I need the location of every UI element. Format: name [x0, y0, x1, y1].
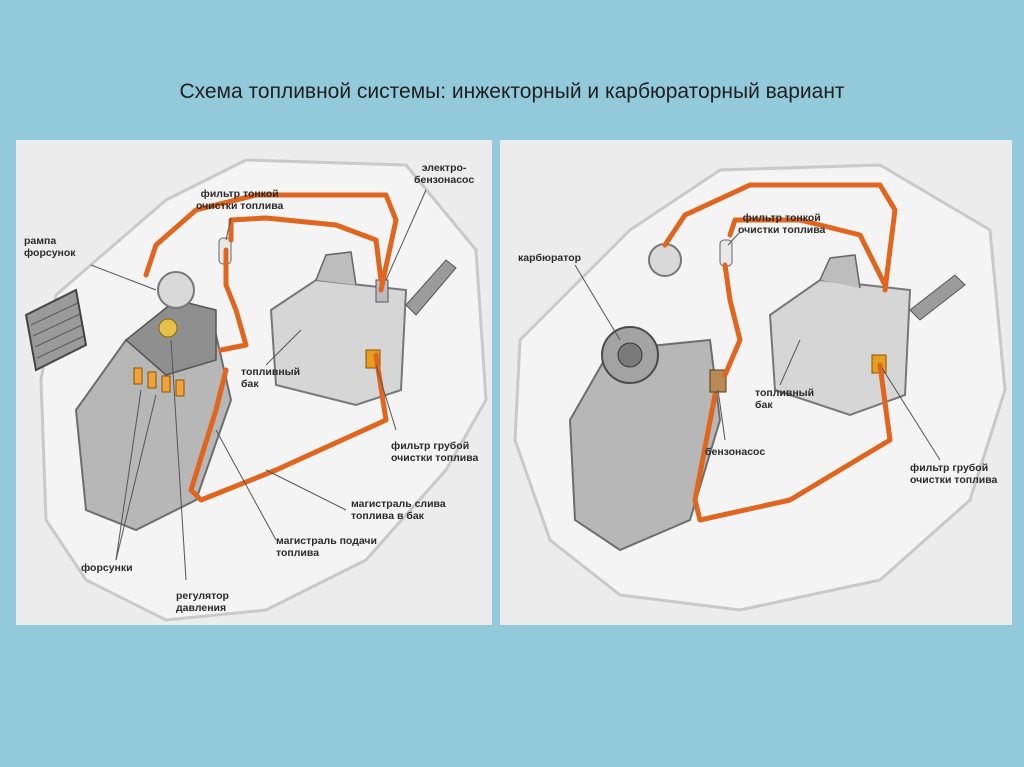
fine-filter	[719, 239, 733, 267]
label-tank: топливный бак	[241, 366, 301, 390]
feed-line	[218, 247, 249, 353]
label-supply-line: магистраль подачи топлива	[276, 535, 377, 559]
filler-neck	[909, 274, 966, 321]
label-tank: топливный бак	[755, 387, 815, 411]
slide-title: Схема топливной системы: инжекторный и к…	[179, 80, 845, 103]
filler-neck	[405, 259, 457, 316]
label-coarse-filter: фильтр грубой очистки топлива	[910, 462, 998, 486]
label-return-line: магистраль слива топлива в бак	[351, 498, 446, 522]
injector	[147, 371, 157, 389]
injector	[133, 367, 143, 385]
return-line	[692, 362, 893, 523]
label-fuel-pump: бензонасос	[705, 446, 766, 458]
label-coarse-filter: фильтр грубой очистки топлива	[391, 440, 479, 464]
label-carburetor: карбюратор	[518, 252, 582, 264]
label-fine-filter: фильтр тонкой очистки топлива	[196, 188, 284, 212]
fuel-lines	[143, 192, 399, 503]
injector	[175, 379, 185, 397]
carburetor-diagram-drawing	[513, 163, 1007, 612]
injector-diagram-drawing	[24, 158, 488, 622]
label-electric-pump: электро- бензонасос	[414, 162, 475, 186]
injector-diagram: рампа форсунок фильтр тонкой очистки топ…	[16, 140, 492, 625]
injector	[161, 375, 171, 393]
label-rail: рампа форсунок	[24, 235, 76, 259]
label-injectors: форсунки	[81, 562, 133, 574]
fuel-lines	[662, 182, 898, 523]
supply-line	[143, 192, 399, 293]
radiator	[24, 288, 88, 372]
carburetor-diagram: карбюратор фильтр тонкой очистки топлива…	[500, 140, 1012, 625]
label-fine-filter: фильтр тонкой очистки топлива	[738, 212, 826, 236]
supply-line	[662, 182, 898, 293]
air-filter	[648, 243, 682, 277]
label-regulator: регулятор давления	[176, 590, 229, 614]
air-filter	[157, 271, 195, 309]
return-line	[188, 352, 389, 503]
pressure-regulator	[158, 318, 178, 338]
